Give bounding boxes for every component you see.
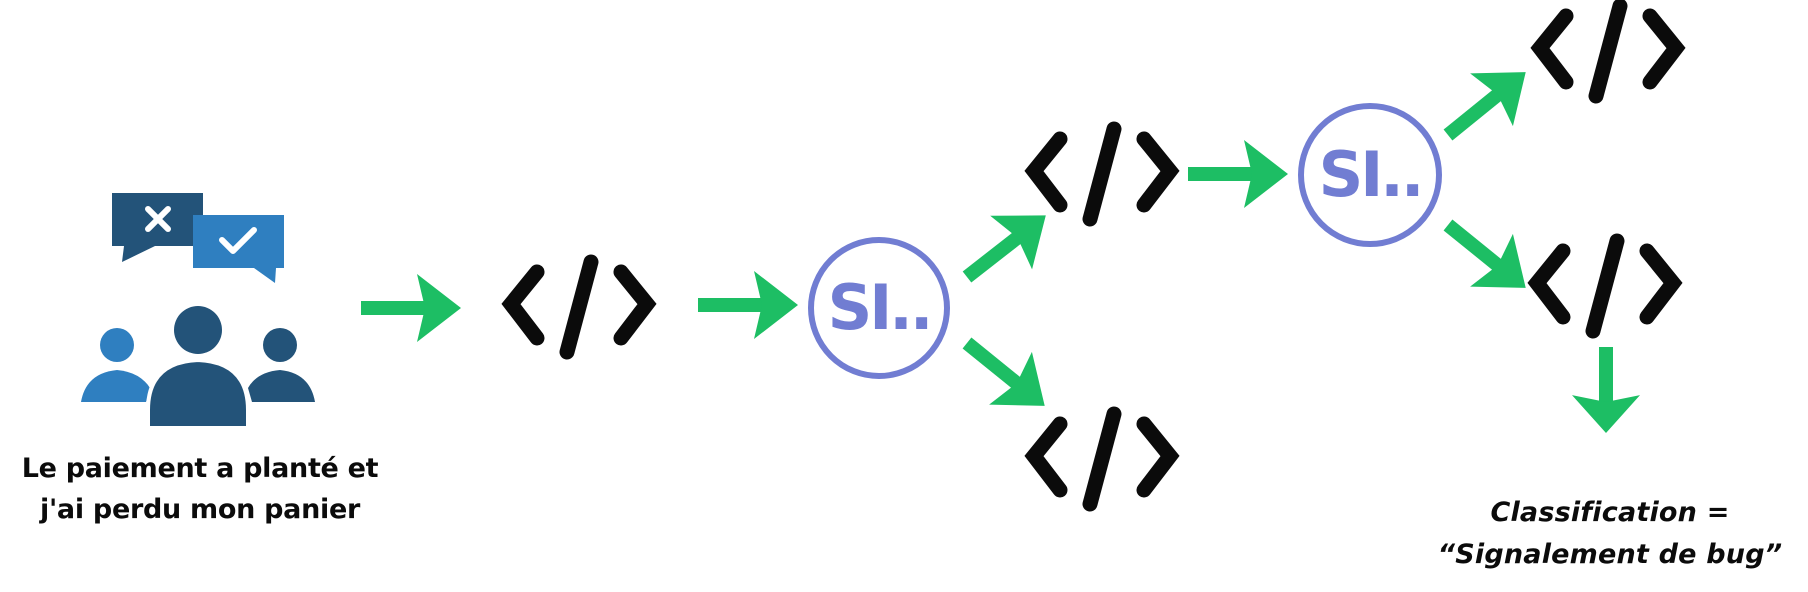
model-node-2-label: SI.. xyxy=(1318,138,1425,211)
code-node-5 xyxy=(1537,241,1673,331)
reject-bubble-icon xyxy=(112,193,203,262)
person-left-head xyxy=(100,328,134,362)
code-node-4 xyxy=(1540,6,1676,96)
arrow-code2-to-si2 xyxy=(1188,140,1288,208)
code-brackets-icon xyxy=(1540,6,1676,96)
arrow-si1-to-code2 xyxy=(946,188,1067,304)
code-brackets-icon xyxy=(1034,414,1170,504)
arrow-code1-to-si1 xyxy=(698,271,798,339)
arrow-si2-to-code5 xyxy=(1426,198,1548,315)
users-feedback-icon xyxy=(81,193,315,430)
check-mark-icon xyxy=(219,227,257,254)
code-brackets-icon xyxy=(1034,129,1170,219)
person-center-head xyxy=(174,306,222,354)
code-brackets-icon xyxy=(1537,241,1673,331)
model-node-1-ring xyxy=(808,237,950,379)
person-right-body xyxy=(248,370,315,402)
approve-bubble-icon xyxy=(193,215,284,283)
arrow-si2-to-code4 xyxy=(1426,45,1548,162)
model-node-2-ring xyxy=(1298,103,1442,247)
arrow-code5-to-output xyxy=(1572,347,1640,433)
code-node-3 xyxy=(1034,414,1170,504)
person-left-body xyxy=(81,370,150,402)
input-message-line1: Le paiement a planté et xyxy=(21,453,379,484)
code-node-1 xyxy=(511,262,647,352)
input-message: Le paiement a planté et j'ai perdu mon p… xyxy=(0,448,400,530)
classification-line1: Classification = xyxy=(1490,497,1730,528)
person-center-body xyxy=(146,357,250,430)
classification-result: Classification = “Signalement de bug” xyxy=(1420,492,1800,576)
code-node-2 xyxy=(1034,129,1170,219)
code-brackets-icon xyxy=(511,262,647,352)
model-node-1-label: SI.. xyxy=(827,271,934,344)
classification-line2: “Signalement de bug” xyxy=(1437,539,1783,570)
arrow-si1-to-code3 xyxy=(945,316,1067,433)
arrow-input-to-code1 xyxy=(361,274,461,342)
input-message-line2: j'ai perdu mon panier xyxy=(40,494,360,525)
person-right-head xyxy=(263,328,297,362)
